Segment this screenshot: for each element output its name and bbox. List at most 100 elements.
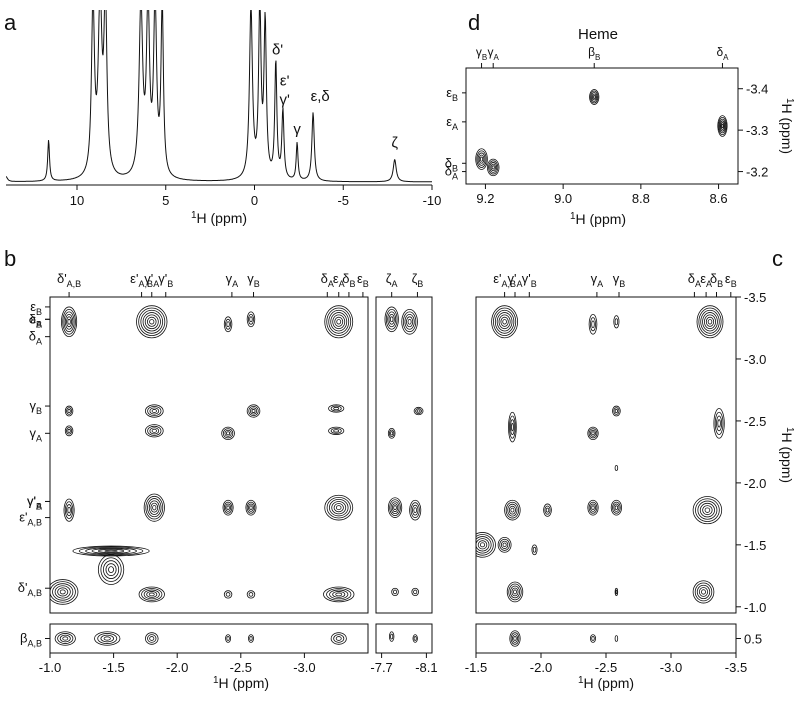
cross-peak bbox=[387, 311, 397, 328]
cross-peak bbox=[496, 312, 513, 332]
left-peak-label: δA bbox=[445, 164, 458, 182]
cross-peak bbox=[330, 405, 342, 412]
cross-peak bbox=[328, 404, 345, 413]
cross-peak bbox=[401, 308, 418, 335]
left-peak-label: δB bbox=[445, 155, 458, 173]
x-tick-label: -8.1 bbox=[415, 660, 437, 675]
cross-peak bbox=[509, 415, 516, 439]
cross-peak bbox=[493, 307, 517, 336]
cross-peak bbox=[149, 427, 160, 435]
cross-peak bbox=[144, 424, 164, 438]
top-peak-label: γ'B bbox=[158, 271, 173, 289]
x-axis-title: 1H (ppm) bbox=[570, 211, 626, 227]
top-peak-label: δA bbox=[716, 45, 729, 62]
cross-peak bbox=[486, 158, 500, 177]
cross-peak bbox=[705, 316, 715, 327]
cross-peak bbox=[390, 501, 400, 515]
cross-peak bbox=[513, 589, 517, 595]
x-tick-label: 9.0 bbox=[554, 191, 572, 206]
cross-peak bbox=[392, 589, 398, 595]
cross-peak bbox=[385, 308, 398, 330]
cross-peak bbox=[479, 156, 484, 162]
cross-peak bbox=[494, 309, 515, 334]
y-tick-label: -1.5 bbox=[744, 538, 766, 553]
cross-peak bbox=[72, 545, 150, 557]
cross-peak bbox=[692, 496, 723, 525]
cross-peak bbox=[103, 560, 120, 579]
top-peak-label: ε'A,B bbox=[130, 271, 153, 289]
cross-peak bbox=[476, 536, 492, 554]
cross-peak bbox=[391, 503, 399, 513]
cross-peak bbox=[531, 544, 538, 556]
cross-peak bbox=[249, 636, 253, 641]
y-tick-label: -3.2 bbox=[746, 165, 768, 180]
left-peak-label: γ'B bbox=[27, 493, 42, 511]
cross-peak bbox=[225, 503, 232, 512]
top-peak-label: γB bbox=[247, 271, 260, 289]
x-tick-label: -10 bbox=[423, 193, 442, 208]
peak-annotation: γ' bbox=[279, 92, 290, 109]
cross-peak bbox=[704, 507, 711, 513]
cross-peak bbox=[389, 499, 401, 516]
cross-peak bbox=[476, 532, 496, 558]
cross-peak bbox=[510, 419, 515, 435]
cross-peak bbox=[509, 585, 521, 599]
cross-peak bbox=[614, 465, 619, 471]
cross-peak bbox=[226, 505, 230, 510]
cross-peak bbox=[136, 305, 168, 339]
cross-peak bbox=[613, 503, 620, 512]
cross-peak bbox=[407, 318, 412, 325]
left-peak-label: δ'A,B bbox=[18, 580, 42, 598]
cross-peak bbox=[64, 405, 74, 417]
cross-peak bbox=[591, 92, 598, 102]
cross-peak bbox=[590, 429, 597, 437]
cross-peak bbox=[330, 312, 348, 332]
cross-peak bbox=[384, 306, 399, 333]
panel-letter-d: d bbox=[468, 10, 480, 35]
cross-peak bbox=[248, 592, 254, 597]
cross-peak bbox=[324, 494, 354, 521]
cross-peak bbox=[330, 632, 347, 645]
cross-peak bbox=[390, 431, 394, 436]
cross-peak bbox=[592, 95, 596, 99]
cross-peak bbox=[615, 589, 618, 595]
cross-peak bbox=[248, 313, 254, 325]
main-plot-frame bbox=[49, 296, 369, 614]
cross-peak bbox=[406, 316, 414, 328]
panel-b-2d-spectrum: -1.0-1.5-2.0-2.5-3.0-7.7-8.11H (ppm)δ'A,… bbox=[18, 271, 438, 691]
cross-peak bbox=[511, 587, 519, 597]
cross-peak bbox=[145, 495, 164, 520]
cross-peak bbox=[147, 498, 162, 518]
cross-peak bbox=[332, 314, 346, 330]
cross-peak bbox=[614, 408, 619, 414]
cross-peak bbox=[591, 431, 595, 436]
cross-peak bbox=[543, 503, 552, 517]
cross-peak bbox=[62, 308, 76, 335]
x-tick-label: -2.0 bbox=[166, 660, 188, 675]
cross-peak bbox=[146, 591, 158, 598]
cross-peak bbox=[508, 505, 516, 515]
cross-peak bbox=[52, 583, 74, 601]
cross-peak bbox=[326, 307, 352, 336]
cross-peak bbox=[499, 538, 510, 551]
cross-peak bbox=[506, 581, 524, 603]
x-tick-label: -1.0 bbox=[39, 660, 61, 675]
cross-peak bbox=[97, 548, 125, 554]
cross-peak bbox=[716, 415, 723, 432]
cross-peak bbox=[64, 425, 74, 437]
cross-peak bbox=[249, 316, 253, 323]
cross-peak bbox=[50, 581, 76, 603]
cross-peak bbox=[500, 540, 509, 549]
top-peak-label: δ'A,B bbox=[57, 271, 81, 289]
cross-peak bbox=[225, 318, 232, 330]
cross-peak bbox=[245, 499, 257, 516]
cross-peak bbox=[714, 411, 724, 435]
cross-peak bbox=[387, 497, 403, 518]
cross-peak bbox=[707, 319, 713, 325]
cross-peak bbox=[413, 636, 417, 641]
cross-peak bbox=[331, 501, 347, 515]
cross-peak bbox=[148, 592, 155, 597]
cross-peak bbox=[67, 506, 71, 514]
x-tick-label: 10 bbox=[70, 193, 84, 208]
panel-letter-a: a bbox=[4, 10, 17, 35]
